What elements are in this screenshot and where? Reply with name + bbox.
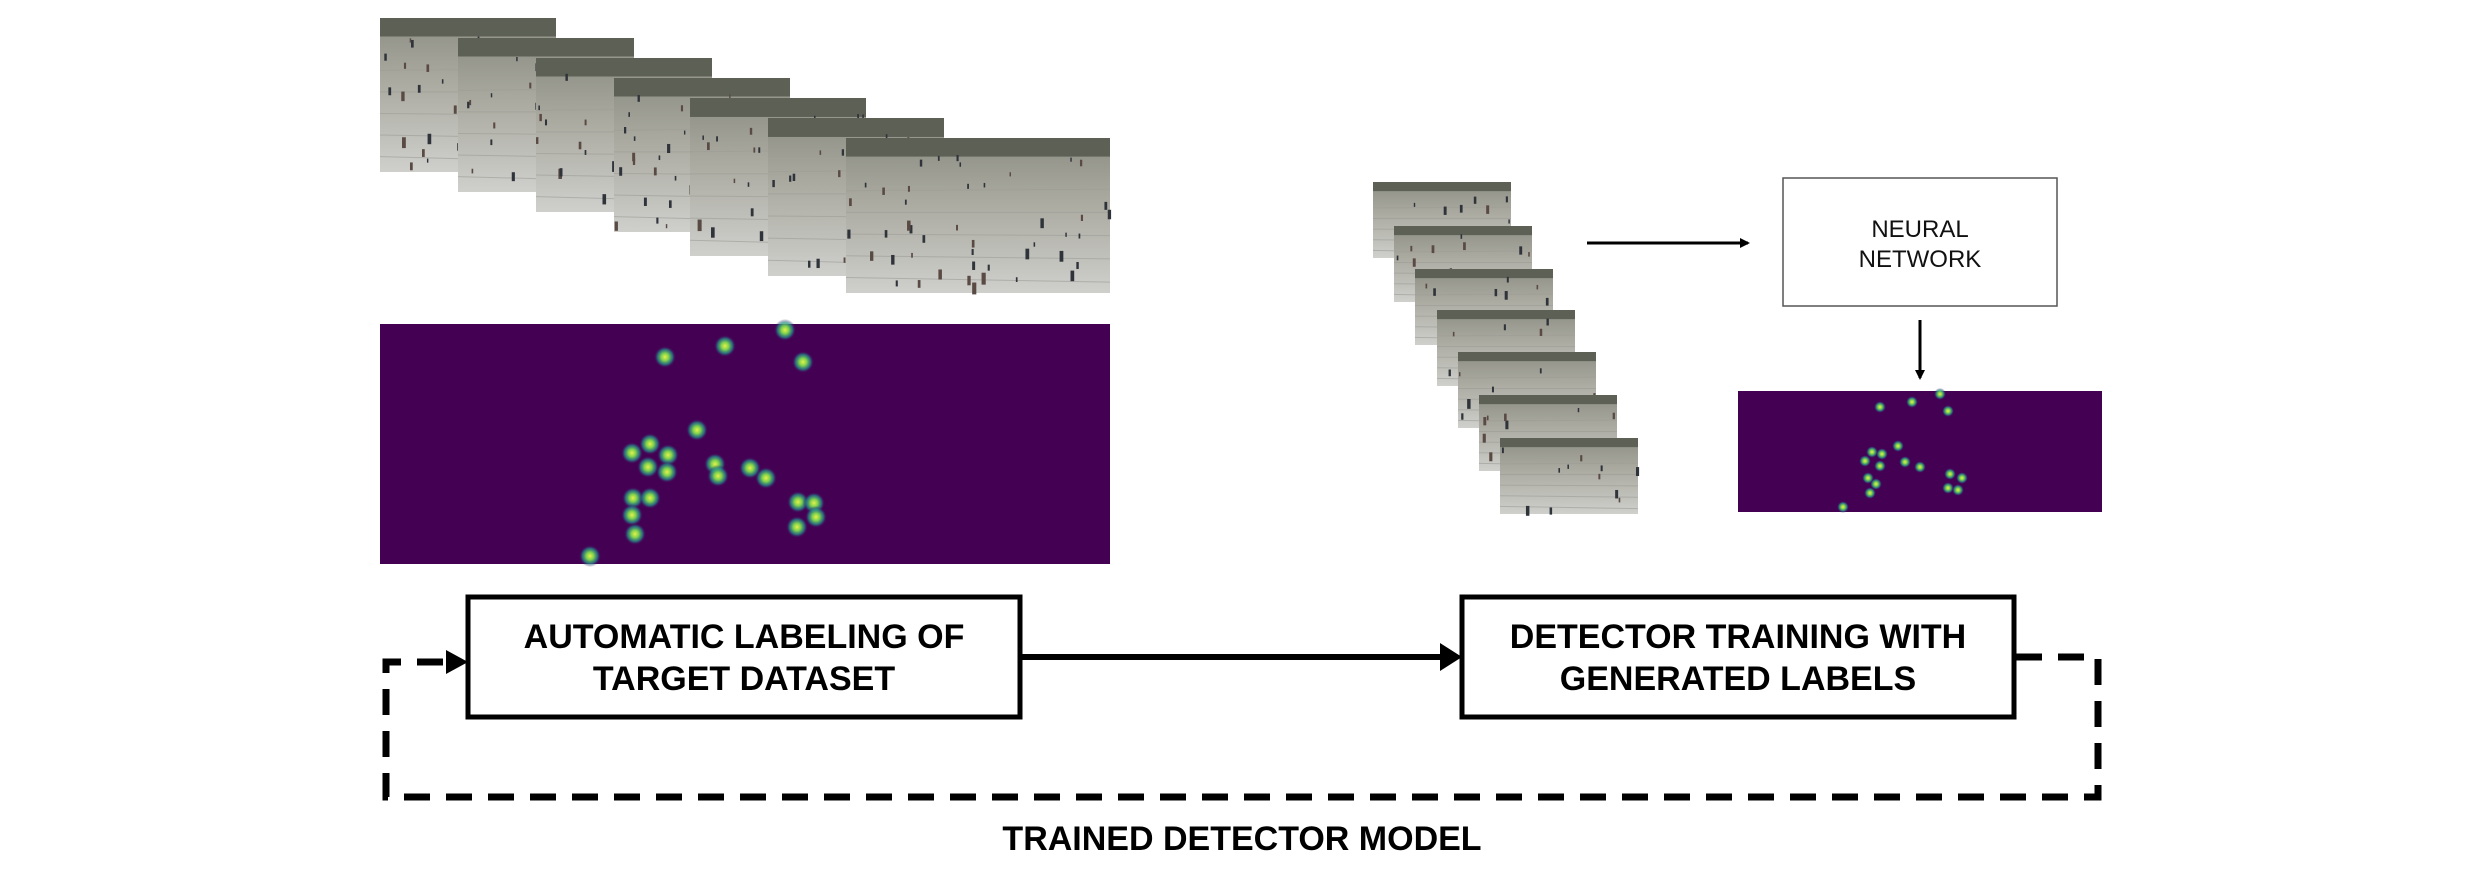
neural-network-box: NEURAL NETWORK [1782,177,2058,307]
detector-training-box: DETECTOR TRAINING WITH GENERATED LABELS [1459,594,2017,720]
auto-labeling-label-2: TARGET DATASET [593,660,895,698]
feedback-loop-arrowhead [446,650,468,674]
training-frame-stack [1372,182,1640,516]
training-frame-7 [1499,438,1640,516]
neural-network-label-2: NETWORK [1859,246,1982,273]
detector-training-label-2: GENERATED LABELS [1560,660,1916,698]
neural-network-label-1: NEURAL [1871,216,1968,243]
density-heatmap-large [380,319,1110,567]
density-heatmap-predicted [1738,388,2102,513]
auto-labeling-box: AUTOMATIC LABELING OF TARGET DATASET [465,594,1023,720]
loop-label: TRAINED DETECTOR MODEL [1002,820,1481,858]
detector-training-label-1: DETECTOR TRAINING WITH [1510,618,1966,656]
input-frame-7 [845,138,1112,295]
input-frame-stack [379,18,1112,295]
auto-labeling-label-1: AUTOMATIC LABELING OF [524,618,965,656]
feedback-loop-dashed [382,653,2102,801]
arrow-labeling-to-training-head [1440,643,1462,671]
